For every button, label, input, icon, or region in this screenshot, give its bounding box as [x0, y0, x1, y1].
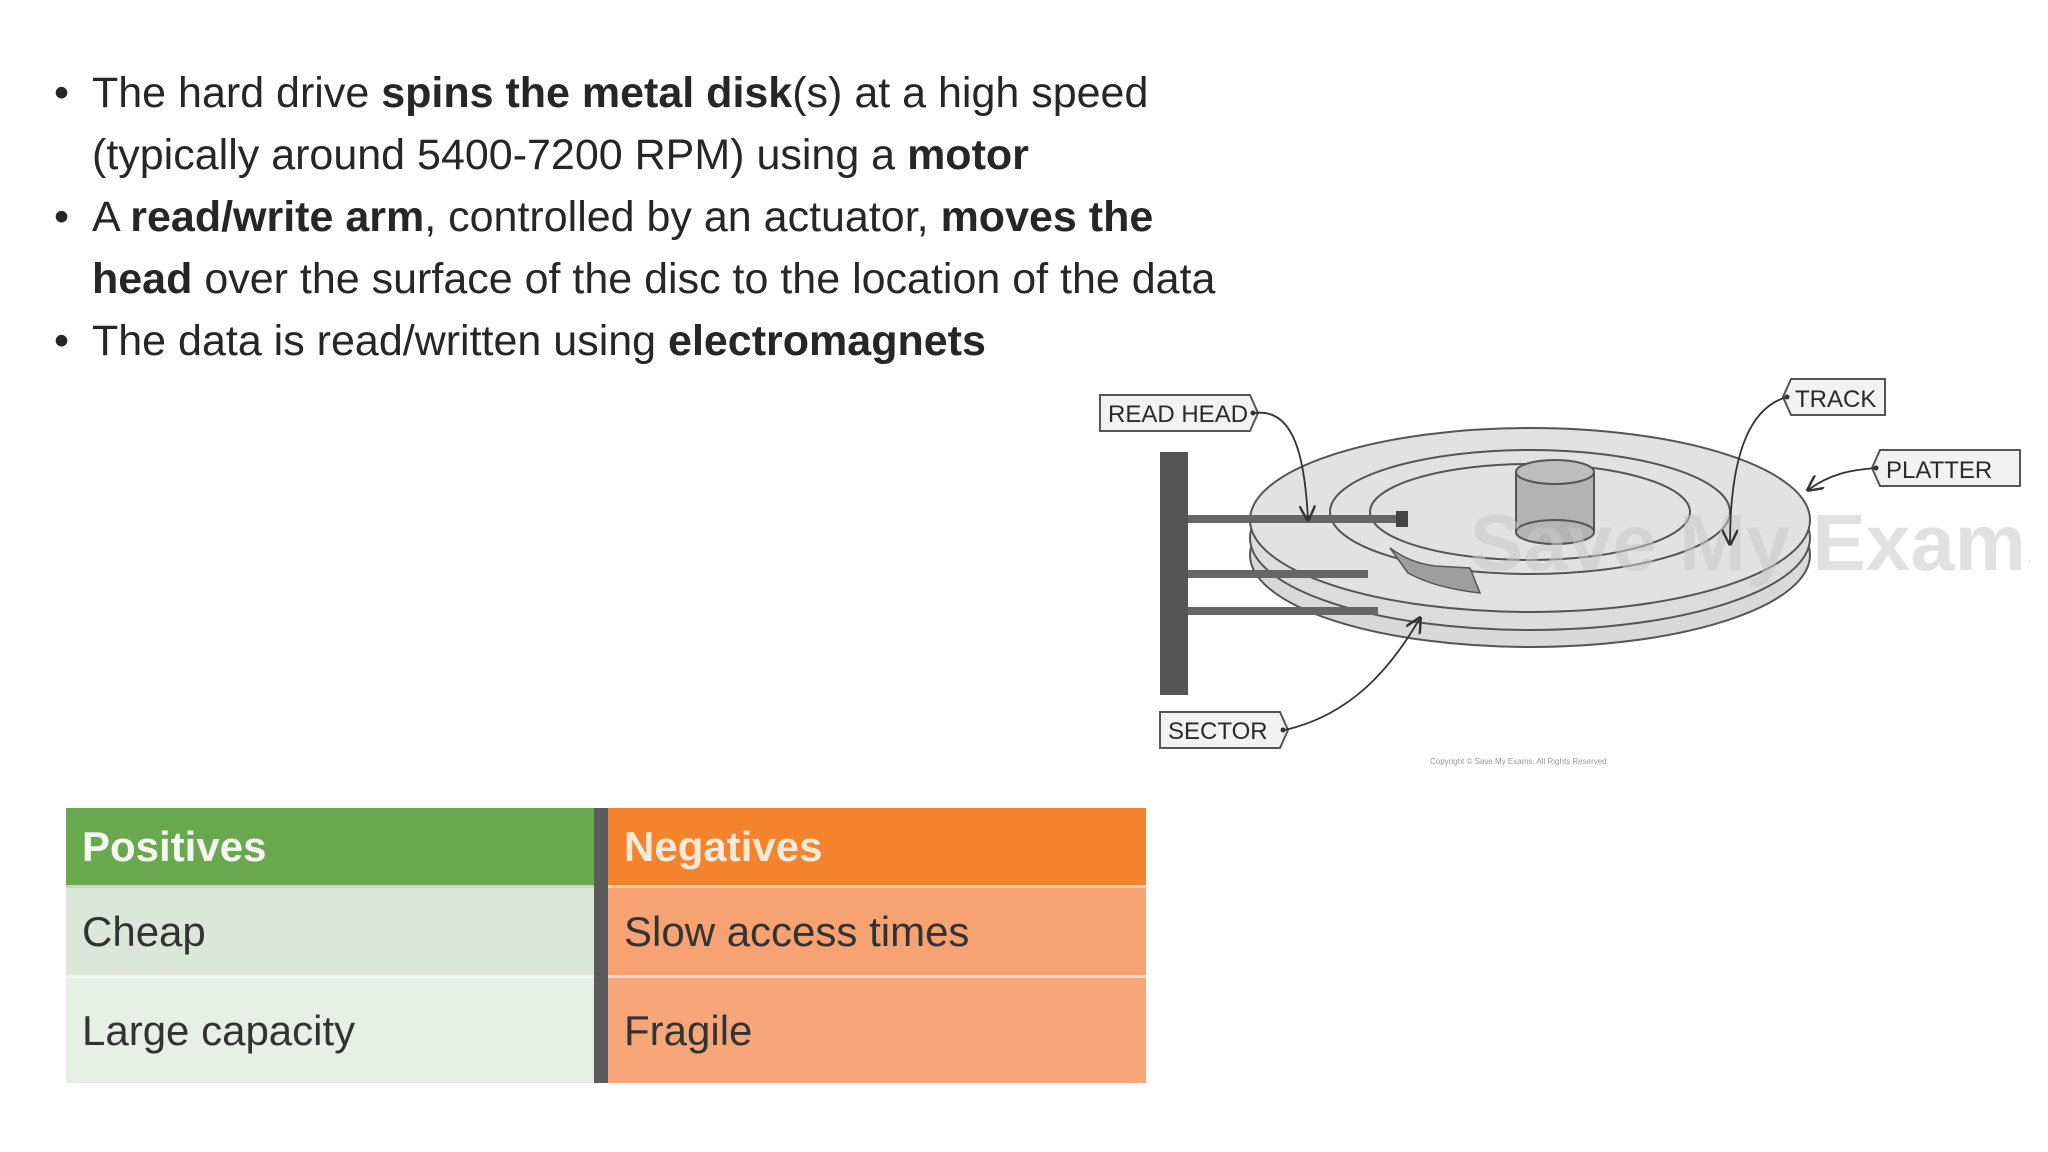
bullet-bold-text: moves the head — [92, 193, 1154, 303]
positives-column: Positives Cheap Large capacity — [66, 808, 594, 1083]
bullet-text: over the surface of the disc to the loca… — [192, 255, 1216, 303]
label-sector: SECTOR — [1159, 618, 1420, 749]
bullet-list: The hard drive spins the metal disk(s) a… — [52, 62, 1232, 372]
positives-negatives-table: Positives Cheap Large capacity Negatives… — [66, 808, 1146, 1083]
positives-header: Positives — [66, 808, 594, 888]
bullet-item: The hard drive spins the metal disk(s) a… — [52, 62, 1232, 186]
label-platter: PLATTER — [1808, 449, 2021, 490]
copyright-text: Copyright © Save My Exams. All Rights Re… — [1430, 757, 1607, 766]
bullet-text: A — [92, 193, 131, 241]
bullet-text: The data is read/written using — [92, 317, 669, 365]
bullet-bold-text: electromagnets — [668, 317, 986, 365]
bullet-bold-text: motor — [907, 131, 1029, 179]
svg-text:SECTOR: SECTOR — [1168, 718, 1268, 745]
bullet-bold-text: spins the metal disk — [381, 69, 793, 117]
negatives-header: Negatives — [608, 808, 1146, 888]
bullet-item: The data is read/written using electroma… — [52, 310, 1232, 372]
read-write-arm — [1160, 452, 1408, 695]
bullet-text: The hard drive — [92, 69, 382, 117]
bullet-text: (s) at a high speed (typically around 54… — [92, 69, 1149, 179]
positive-item: Large capacity — [66, 978, 594, 1083]
positive-item: Cheap — [66, 888, 594, 978]
negative-item: Fragile — [608, 978, 1146, 1083]
negatives-column: Negatives Slow access times Fragile — [608, 808, 1146, 1083]
bullet-item: A read/write arm, controlled by an actua… — [52, 186, 1232, 310]
label-track: TRACK — [1730, 378, 1886, 544]
hard-drive-diagram: Save My Exams READ HEAD TRACK PLATTER — [1090, 370, 2030, 780]
svg-text:PLATTER: PLATTER — [1886, 457, 1992, 484]
sector-shape — [1389, 547, 1482, 594]
label-read-head: READ HEAD — [1099, 394, 1308, 520]
bullet-text: , controlled by an actuator, — [424, 193, 941, 241]
svg-text:TRACK: TRACK — [1795, 386, 1876, 413]
watermark: Save My Exams — [1470, 498, 2030, 587]
platter-stack: Save My Exams — [1249, 427, 2030, 648]
hard-drive-svg: Save My Exams READ HEAD TRACK PLATTER — [1099, 378, 2030, 766]
negative-item: Slow access times — [608, 888, 1146, 978]
svg-text:READ HEAD: READ HEAD — [1108, 401, 1248, 428]
bullet-bold-text: read/write arm — [130, 193, 425, 241]
